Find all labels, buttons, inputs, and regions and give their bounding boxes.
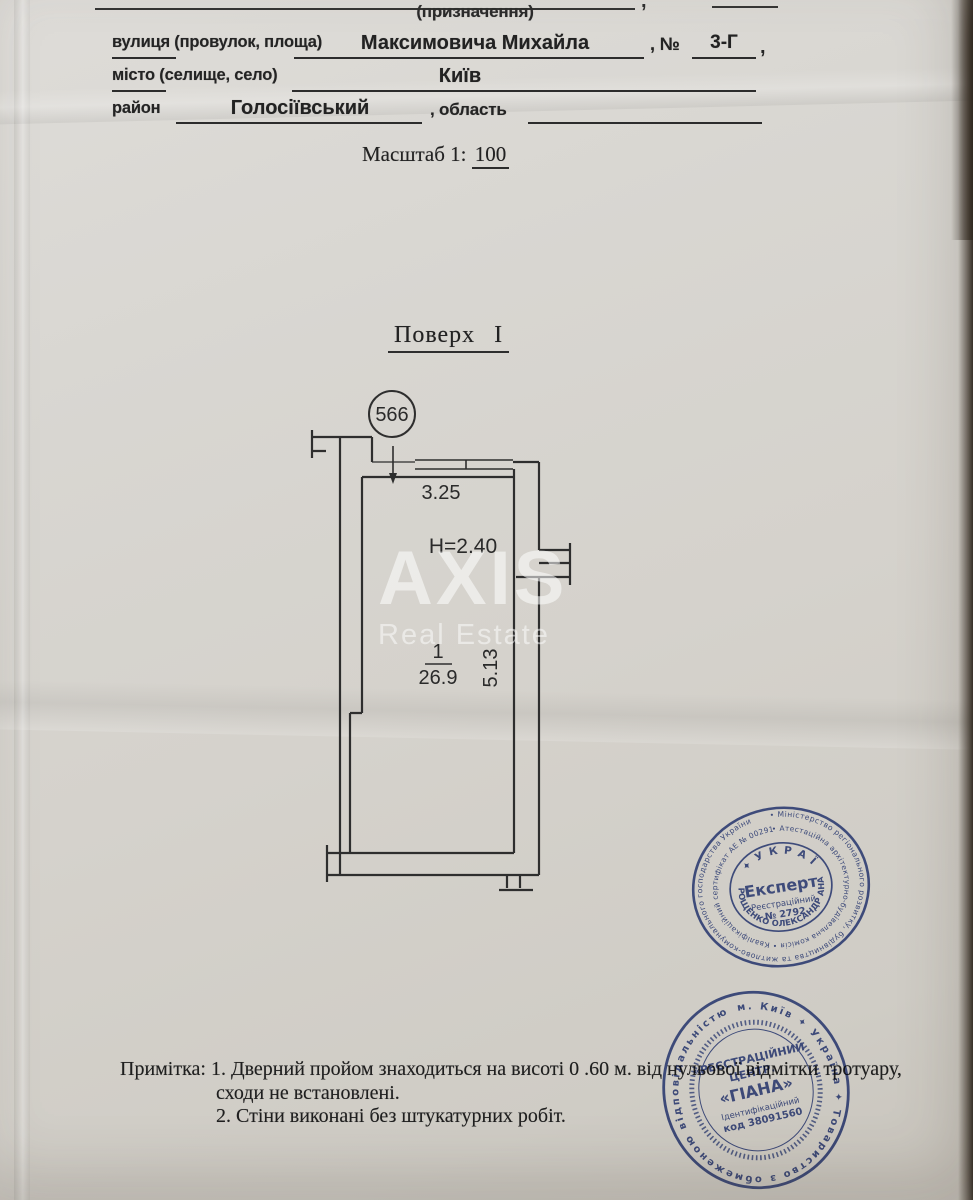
oblast-label: , область — [430, 100, 507, 119]
city-label-underline — [112, 90, 166, 92]
top-comma: , — [641, 0, 647, 12]
street-label-underline — [112, 57, 176, 59]
top-underline-fragment — [95, 8, 635, 10]
note-line-1: Примітка: 1. Дверний пройом знаходиться … — [120, 1058, 902, 1080]
district-value-underline — [176, 122, 422, 124]
street-value: Максимовича Михайла — [360, 32, 590, 54]
unit-number: 566 — [375, 404, 408, 426]
scale-label: Масштаб 1: — [362, 142, 467, 166]
district-label: район — [112, 99, 161, 117]
registry-stamp-ornament-ring — [689, 1019, 823, 1161]
window-symbol — [415, 459, 513, 470]
designation-label: (призначення) — [416, 2, 534, 21]
street-value-underline — [294, 57, 644, 59]
street-number: 3-Г — [710, 32, 738, 53]
expert-stamp-outer-ring — [691, 806, 871, 968]
ceiling-height: H=2.40 — [429, 535, 497, 558]
registry-stamp-inner-ring — [698, 1028, 814, 1152]
street-label: вулиця (провулок, площа) — [112, 33, 323, 51]
door-arrow-head — [389, 473, 397, 484]
photo-background-edge — [958, 0, 973, 1200]
expert-stamp-inner-ring — [729, 841, 833, 933]
plan-walls — [310, 430, 572, 892]
street-tail-comma: , — [760, 36, 766, 58]
photo-background-edge-top — [951, 0, 973, 240]
city-label: місто (селище, село) — [112, 66, 278, 84]
city-value-underline — [292, 90, 756, 92]
note-line-3: 2. Стіни виконані без штукатурних робіт. — [216, 1105, 566, 1127]
floor-title: Поверх І — [388, 322, 510, 353]
registry-stamp: м. Київ ✦ Україна ✦ Товариство з обмежен… — [652, 988, 860, 1200]
room-area: 26.9 — [419, 667, 458, 689]
street-number-label: , № — [650, 34, 680, 54]
paper-fold-crease — [14, 0, 30, 1200]
side-dimension: 5.13 — [480, 649, 502, 688]
note-line-2: сходи не встановлені. — [216, 1082, 400, 1104]
top-dimension: 3.25 — [422, 482, 461, 504]
district-value: Голосіївський — [230, 97, 370, 119]
top-underline-fragment-right — [712, 6, 778, 8]
oblast-value-underline — [528, 122, 762, 124]
scale-line: Масштаб 1: 100 — [362, 142, 510, 169]
city-value: Київ — [438, 65, 482, 87]
floor-plan-drawing: 566 3.25 H=2.40 1 26.9 5.13 — [310, 390, 572, 892]
street-number-underline — [692, 57, 756, 59]
unit-circle — [368, 390, 416, 438]
expert-stamp: • Міністерство регіонального розвитку, б… — [685, 802, 878, 974]
room-number: 1 — [432, 641, 443, 663]
registry-stamp-outer-ring — [662, 990, 850, 1190]
scale-value: 100 — [471, 142, 510, 169]
